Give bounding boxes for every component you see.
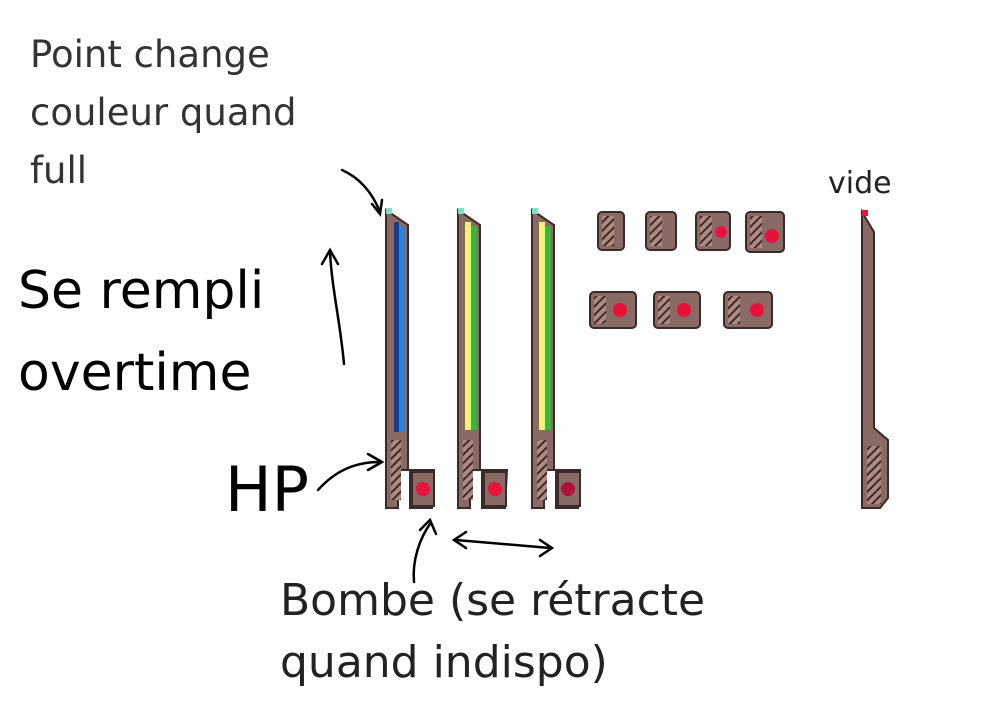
bomb-state-full: [653, 291, 701, 329]
arrowhead: [538, 538, 555, 558]
gauge-empty: [861, 208, 889, 509]
arrow-to-bomb: [412, 522, 432, 584]
arrowhead: [451, 530, 468, 550]
gauge-fill-dark: [394, 222, 399, 432]
annotation-empty: vide: [828, 166, 892, 201]
annotation-arrows: [316, 168, 555, 584]
gauge-blue: [385, 208, 436, 509]
bomb-state-full: [723, 291, 773, 329]
bomb-dot: [416, 482, 430, 496]
arrow-fill-up: [328, 250, 346, 366]
bomb-state-half: [645, 211, 677, 251]
bomb-dot: [488, 482, 502, 496]
full-indicator-point: [386, 208, 392, 214]
gauge-fill-dark: [471, 226, 477, 430]
bomb-state-full: [589, 291, 637, 329]
gauge-fill-dark: [545, 226, 551, 430]
gauge-fill-light: [399, 226, 405, 432]
hp-bar: [537, 440, 547, 500]
gauge-green: [531, 208, 582, 509]
gauge-yellow-green: [457, 208, 509, 509]
arrow-retract: [454, 538, 552, 550]
hp-bar: [391, 440, 401, 500]
bomb-states-row-1: [597, 211, 785, 253]
arrowhead: [320, 247, 340, 266]
bomb-states-row-2: [589, 291, 773, 329]
bomb-state-full-dot: [745, 211, 785, 253]
full-indicator-point: [458, 208, 464, 214]
bomb-state-half-dot: [695, 211, 731, 251]
hp-bar: [463, 440, 473, 500]
arrowhead: [370, 198, 384, 218]
arrow-to-indicator-point: [340, 168, 382, 214]
full-indicator-point: [532, 208, 538, 214]
arrow-to-hp: [316, 460, 382, 492]
annotation-hp: HP: [225, 453, 310, 526]
gauge-fill-light: [465, 222, 471, 430]
bomb-state-retracted: [597, 211, 625, 251]
bomb-dot: [561, 482, 575, 496]
annotation-fill-overtime: Se rempli overtime: [18, 261, 265, 403]
arrowhead: [418, 517, 438, 536]
hp-bar: [867, 446, 881, 504]
gauge-fill-light: [539, 222, 545, 430]
annotation-point-color: Point change couleur quand full: [30, 33, 297, 192]
empty-indicator-point: [862, 210, 868, 216]
arrowhead: [366, 452, 385, 472]
gauge-frame: [861, 208, 889, 509]
annotation-bomb: Bombe (se rétracte quand indispo): [280, 575, 706, 688]
